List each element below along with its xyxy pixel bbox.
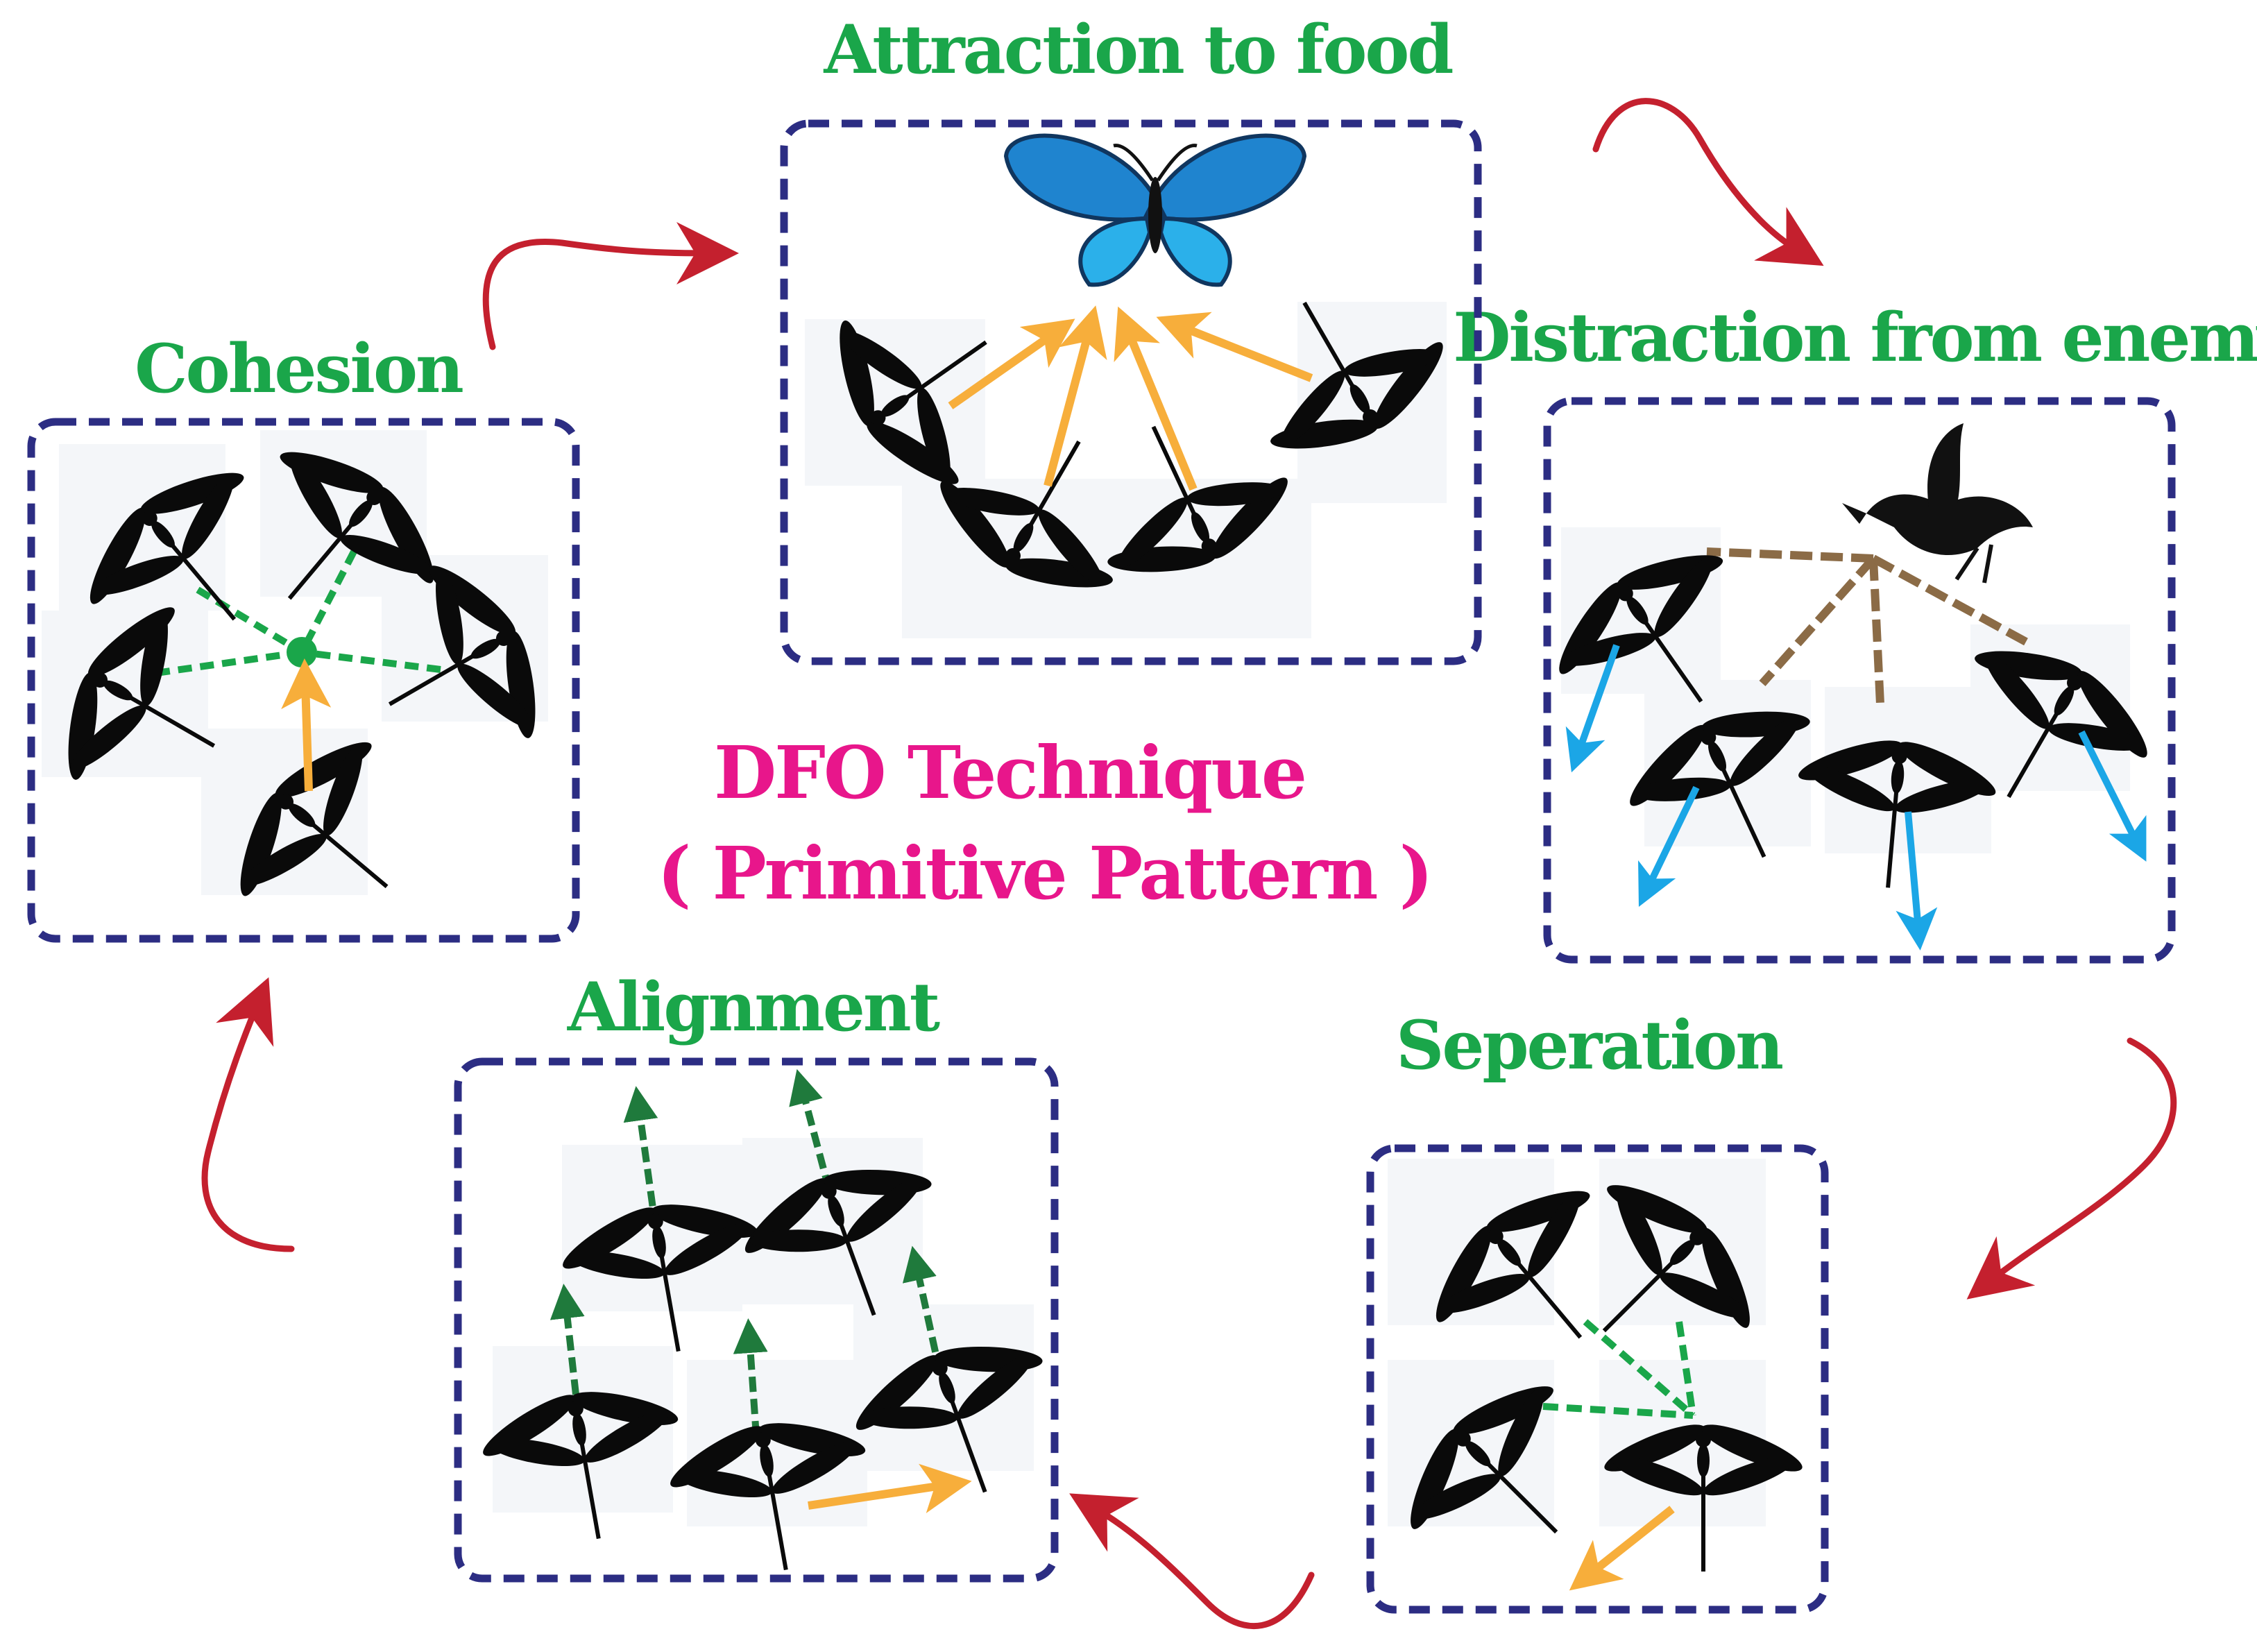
cohesion-move-arrow (281, 658, 332, 792)
flee-arrows (1565, 644, 2147, 951)
separation-panel (1366, 1144, 1829, 1614)
center-title: DFO Technique (714, 730, 1305, 815)
cohesion-panel (27, 413, 580, 966)
cycle-arrow-to-cohesion (201, 977, 295, 1252)
crow-icon (1842, 423, 2033, 584)
food-arrows (948, 305, 1313, 491)
cohesion-lines (1519, 1319, 1696, 1419)
butterfly-icon (1003, 133, 1307, 287)
alignment-arrows (550, 1068, 944, 1437)
separation-title: Seperation (1396, 1006, 1782, 1084)
enemy-lines (1706, 547, 2028, 705)
center-subtitle: ( Primitive Pattern ) (657, 831, 1431, 916)
cycle-arrow-to-alignment (1069, 1493, 1315, 1630)
separation-arrow (1569, 1506, 1675, 1591)
cohesion-lines (155, 550, 441, 676)
cycle-arrow-to-separation (1966, 1037, 2177, 1300)
cohesion-center-point (287, 637, 317, 667)
attraction-title: Attraction to food (823, 10, 1452, 89)
cycle-arrow-to-distraction (1592, 98, 1824, 266)
cohesion-title: Cohesion (135, 330, 463, 408)
distraction-panel (1527, 397, 2177, 964)
alignment-move-arrow (808, 1463, 972, 1513)
cycle-arrow-to-attraction (482, 221, 739, 350)
distraction-title: Distraction from enemy (1453, 298, 2257, 377)
alignment-title: Alignment (567, 968, 940, 1046)
attraction-panel (780, 119, 1482, 665)
cycle-arrows (201, 98, 2177, 1630)
alignment-panel (454, 1057, 1082, 1588)
